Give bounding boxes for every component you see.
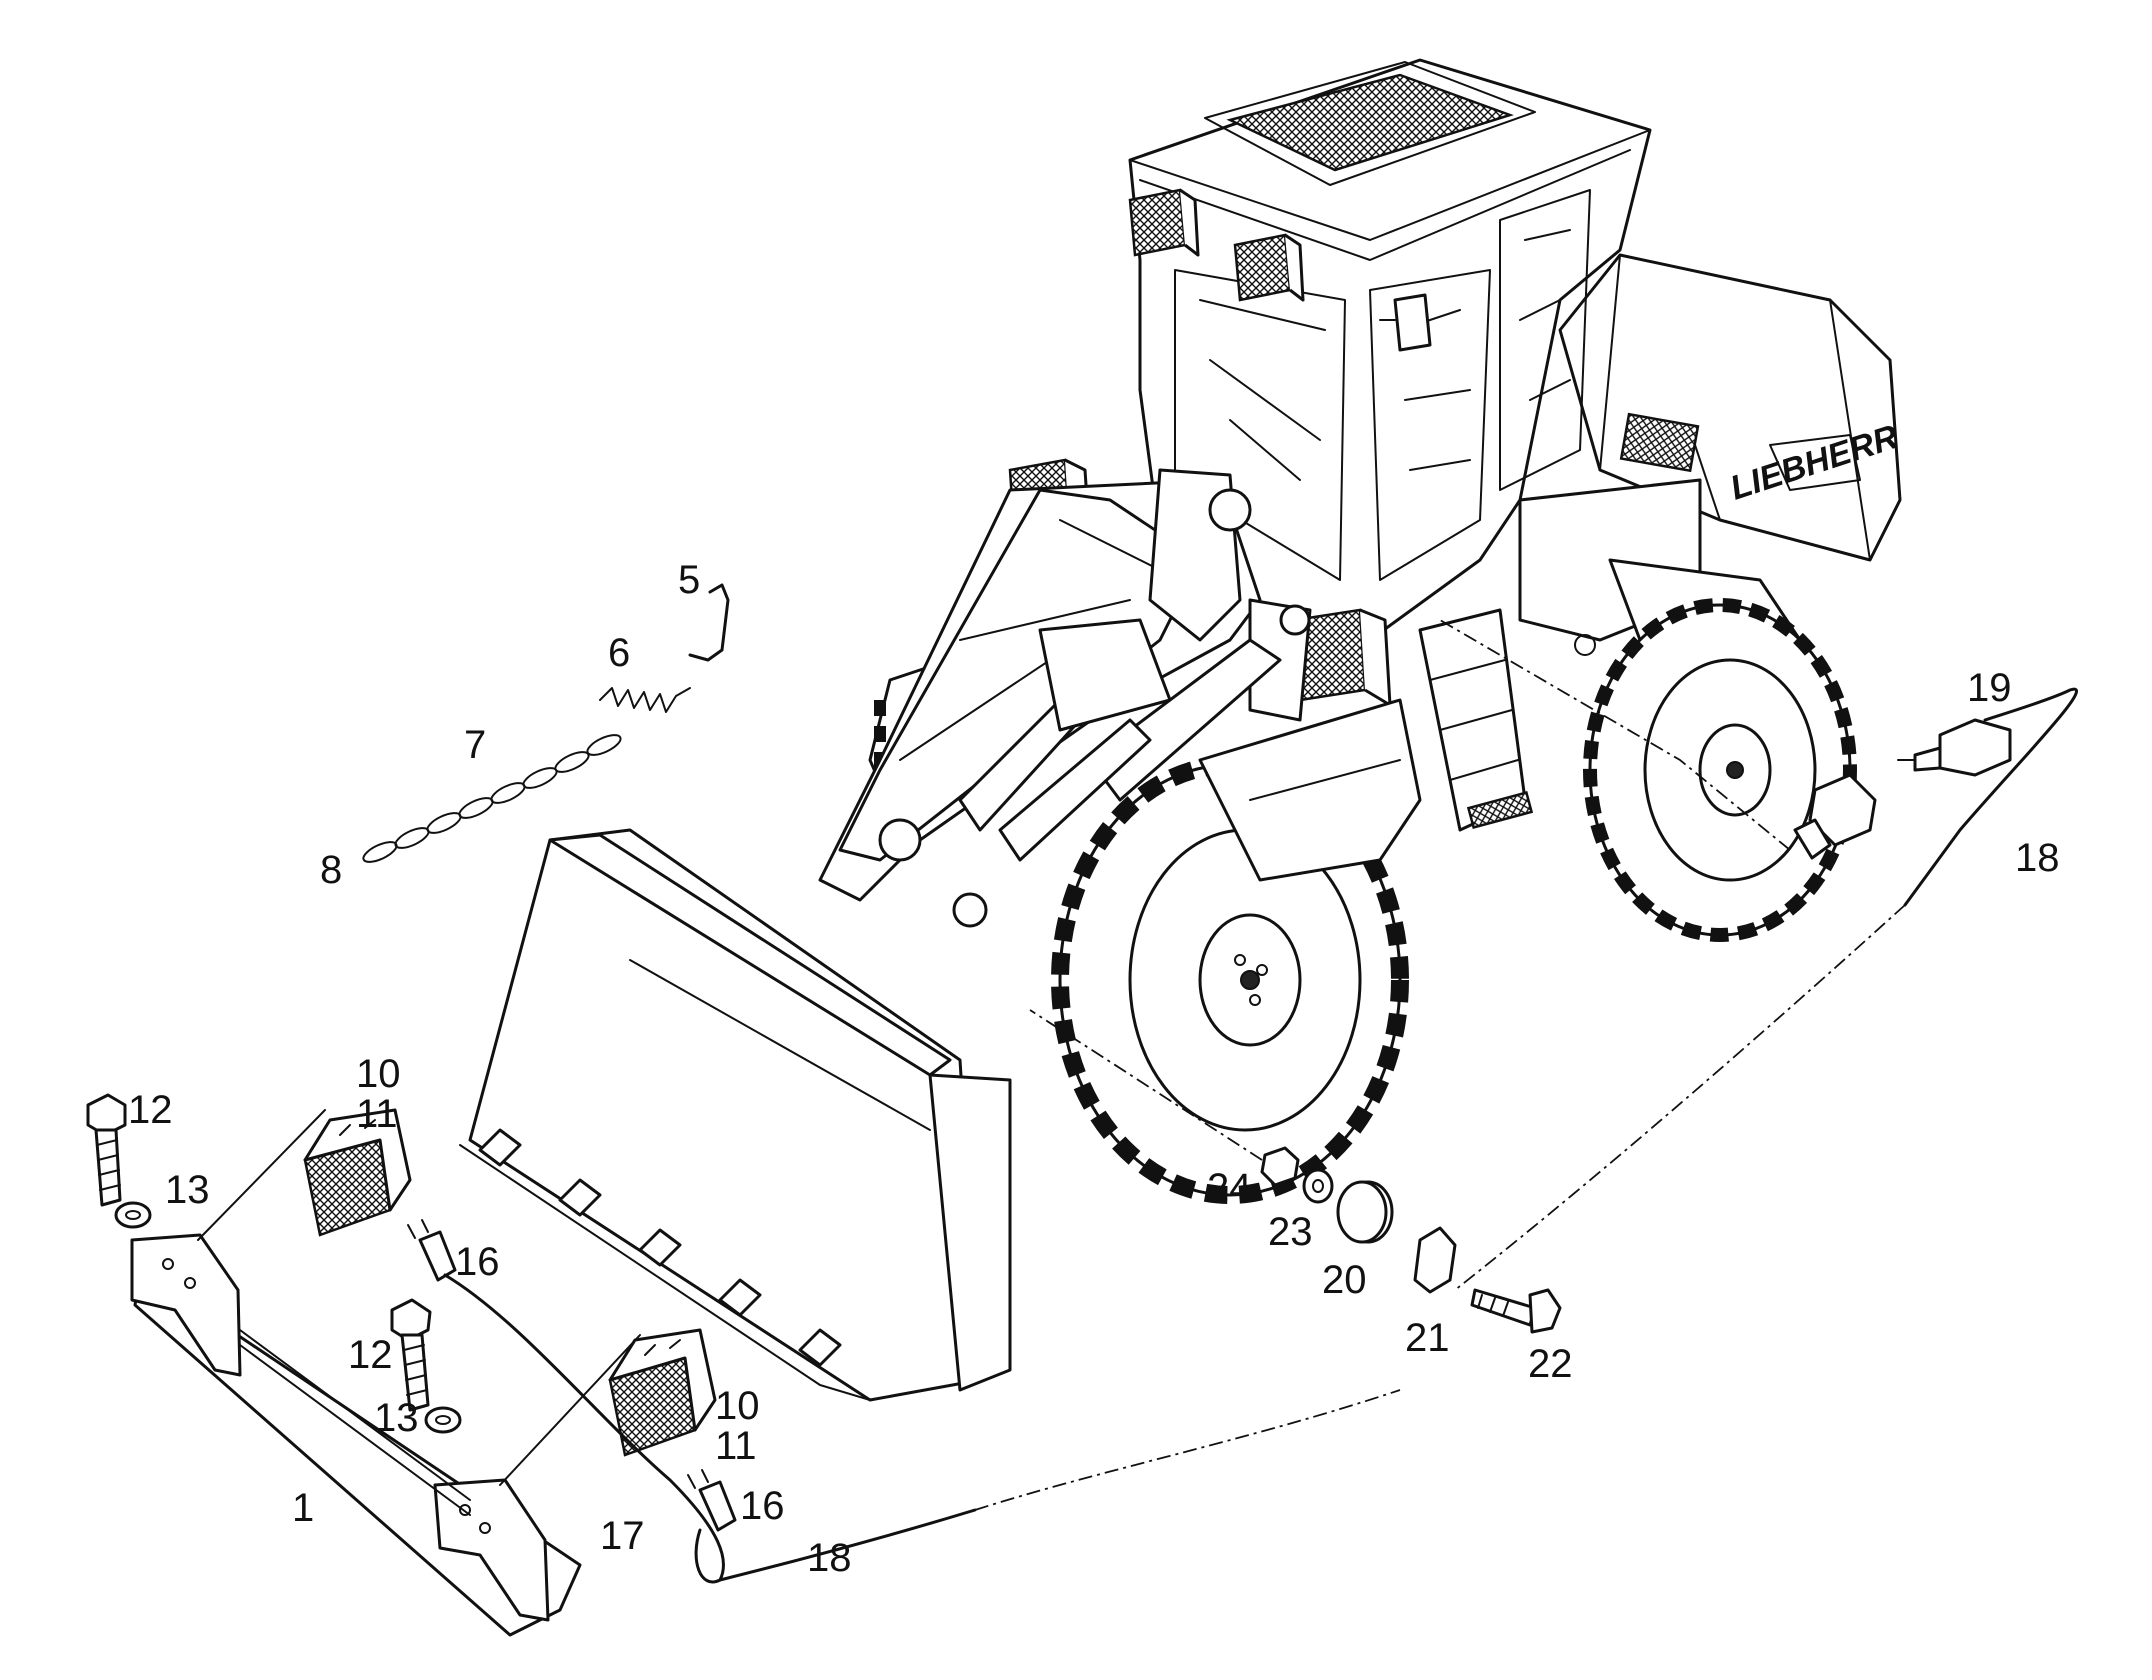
- callout-11-a: 11: [356, 1092, 398, 1136]
- callout-20: 20: [1322, 1258, 1367, 1302]
- cable-lead-a: [974, 1389, 1401, 1511]
- part-20-disc: [1336, 1180, 1394, 1244]
- part-19-connector: [1897, 718, 2012, 777]
- callout-18-b: 18: [807, 1536, 852, 1580]
- rear-wheel: [1583, 598, 1857, 942]
- part-13-washer-a: [114, 1201, 152, 1229]
- callout-10-b: 10: [715, 1384, 760, 1428]
- part-12-bolt-a: [86, 1093, 127, 1207]
- callout-12-b: 12: [348, 1333, 393, 1377]
- callout-18-a: 18: [2015, 836, 2060, 880]
- callout-6: 6: [608, 631, 631, 675]
- loader-arm: [818, 468, 1312, 928]
- callout-19: 19: [1967, 666, 2012, 710]
- callout-13-a: 13: [165, 1168, 210, 1212]
- rear-switch: [1793, 773, 1877, 860]
- part-13-washer-b: [424, 1406, 462, 1434]
- part-5-hook: [688, 583, 730, 662]
- cab: [1128, 58, 1652, 832]
- part-21-clamp: [1413, 1226, 1457, 1294]
- callout-21: 21: [1405, 1316, 1450, 1360]
- part-7-chain: [362, 734, 622, 863]
- front-wheel: [1051, 756, 1409, 1204]
- callout-11-b: 11: [715, 1424, 757, 1468]
- part-12-bolt-b: [390, 1298, 432, 1412]
- callout-5: 5: [678, 558, 701, 602]
- callout-8: 8: [320, 848, 343, 892]
- part-1-bracket: [130, 1233, 582, 1637]
- callout-1: 1: [292, 1486, 315, 1530]
- lamp-leader-a: [197, 1109, 326, 1241]
- part-18-cable-a: [718, 1508, 977, 1582]
- callout-24: 24: [1207, 1166, 1252, 1210]
- engine-hood: LIEBHERR: [1558, 253, 1903, 562]
- callout-16-a: 16: [455, 1240, 500, 1284]
- bucket: [459, 828, 1012, 1402]
- wheel-loader: LIEBHERR: [459, 58, 1903, 1402]
- callout-22: 22: [1528, 1342, 1573, 1386]
- nut-lead: [1029, 1009, 1263, 1161]
- cab-work-lights: [1128, 188, 1305, 302]
- rear-switch-lead: [1439, 619, 1791, 851]
- lamp-leader-b: [499, 1334, 641, 1486]
- callout-10-a: 10: [356, 1052, 401, 1096]
- part-17-cable: [443, 1273, 725, 1584]
- front-frame: [1198, 698, 1422, 882]
- callout-23: 23: [1268, 1210, 1313, 1254]
- part-16-plug-b: [687, 1469, 737, 1532]
- part-16-plug-a: [407, 1219, 457, 1282]
- part-10-11-lamp-b: [608, 1328, 717, 1457]
- callout-13-b: 13: [374, 1396, 419, 1440]
- cable-lead-b: [1454, 904, 1906, 1291]
- part-24-nut: [1260, 1146, 1300, 1187]
- part-22-bolt: [1470, 1288, 1562, 1334]
- part-6-spring: [599, 687, 691, 713]
- callout-7: 7: [464, 723, 487, 767]
- callout-16-b: 16: [740, 1484, 785, 1528]
- part-10-11-lamp-a: [303, 1108, 412, 1237]
- callout-12-a: 12: [128, 1088, 173, 1132]
- part-23-washer: [1302, 1168, 1334, 1204]
- callout-17: 17: [600, 1514, 645, 1558]
- part-18-cable-b: [1903, 687, 2078, 907]
